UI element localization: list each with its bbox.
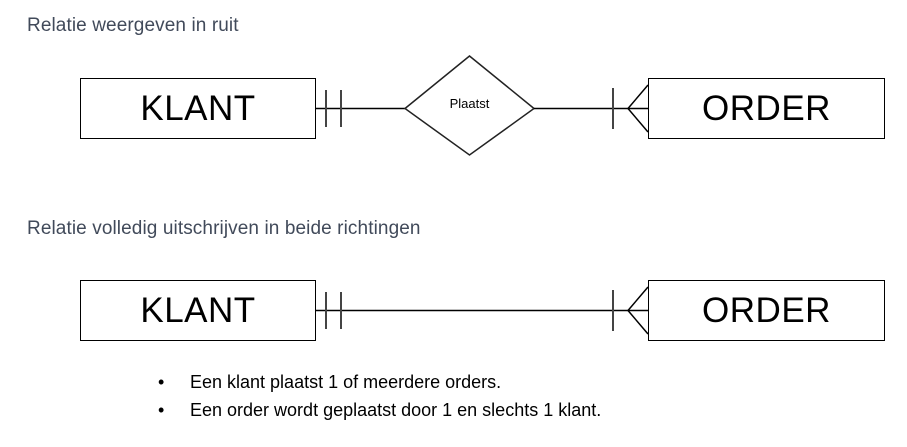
crowsfoot-upper-2 [627,286,649,311]
relationship-description-list: • Een klant plaatst 1 of meerdere orders… [150,368,601,424]
entity-box-klant-1[interactable]: KLANT [80,78,316,139]
section-heading-verbal: Relatie volledig uitschrijven in beide r… [27,218,421,239]
entity-box-klant-2[interactable]: KLANT [80,280,316,341]
entity-box-order-2[interactable]: ORDER [648,280,885,341]
section-heading-diamond: Relatie weergeven in ruit [27,15,239,36]
list-item-text: Een klant plaatst 1 of meerdere orders. [190,372,502,392]
bullet-icon: • [158,372,165,392]
relationship-label: Plaatst [449,96,490,111]
entity-box-order-1[interactable]: ORDER [648,78,885,139]
bullet-icon: • [158,400,165,420]
list-item: • Een klant plaatst 1 of meerdere orders… [150,368,601,396]
entity-label-order-1: ORDER [702,89,831,128]
list-item: • Een order wordt geplaatst door 1 en sl… [150,396,601,424]
entity-label-order-2: ORDER [702,291,831,330]
crowsfoot-upper-1 [627,84,649,109]
crowsfoot-lower-2 [627,310,649,335]
crowsfoot-lower-1 [627,108,649,133]
entity-label-klant-2: KLANT [140,291,256,330]
list-item-text: Een order wordt geplaatst door 1 en slec… [190,400,602,420]
entity-label-klant-1: KLANT [140,89,256,128]
